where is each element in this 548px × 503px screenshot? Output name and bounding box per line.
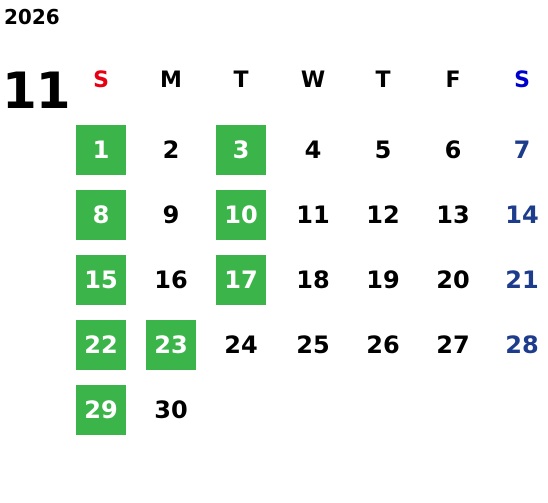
weekday-header-saturday: S bbox=[514, 68, 530, 93]
day-cell[interactable]: 4 bbox=[304, 136, 322, 164]
day-cell[interactable]: 5 bbox=[374, 136, 392, 164]
day-cell[interactable]: 16 bbox=[154, 266, 188, 294]
day-cell[interactable]: 7 bbox=[513, 136, 531, 164]
day-cell[interactable]: 30 bbox=[154, 396, 188, 424]
day-cell[interactable]: 23 bbox=[146, 320, 196, 370]
day-cell[interactable]: 29 bbox=[76, 385, 126, 435]
day-cell[interactable]: 1 bbox=[76, 125, 126, 175]
week-row: 8 9 10 11 12 13 14 bbox=[0, 190, 548, 240]
day-cell[interactable]: 3 bbox=[216, 125, 266, 175]
day-cell[interactable]: 18 bbox=[296, 266, 330, 294]
day-cell[interactable]: 21 bbox=[505, 266, 539, 294]
day-cell[interactable]: 8 bbox=[76, 190, 126, 240]
day-cell[interactable]: 25 bbox=[296, 331, 330, 359]
week-row: 29 30 bbox=[0, 385, 548, 435]
weekday-header-tuesday: T bbox=[233, 68, 249, 93]
weekday-header-sunday: S bbox=[93, 68, 109, 93]
weekday-header-friday: F bbox=[445, 68, 461, 93]
day-cell[interactable]: 11 bbox=[296, 201, 330, 229]
day-cell[interactable]: 2 bbox=[162, 136, 180, 164]
day-cell[interactable]: 26 bbox=[366, 331, 400, 359]
day-cell[interactable]: 10 bbox=[216, 190, 266, 240]
day-cell[interactable]: 9 bbox=[162, 201, 180, 229]
month-number: 11 bbox=[2, 62, 71, 120]
weekday-header-wednesday: W bbox=[300, 68, 326, 93]
day-cell[interactable]: 19 bbox=[366, 266, 400, 294]
weekday-header-row: S M T W T F S bbox=[0, 56, 548, 106]
week-row: 1 2 3 4 5 6 7 bbox=[0, 125, 548, 175]
year-label: 2026 bbox=[4, 5, 60, 29]
day-cell[interactable]: 22 bbox=[76, 320, 126, 370]
weekday-header-thursday: T bbox=[375, 68, 391, 93]
day-cell[interactable]: 17 bbox=[216, 255, 266, 305]
day-cell[interactable]: 12 bbox=[366, 201, 400, 229]
day-cell[interactable]: 20 bbox=[436, 266, 470, 294]
day-cell[interactable]: 15 bbox=[76, 255, 126, 305]
day-cell[interactable]: 6 bbox=[444, 136, 462, 164]
weekday-header-monday: M bbox=[160, 68, 182, 93]
day-cell[interactable]: 28 bbox=[505, 331, 539, 359]
day-cell[interactable]: 24 bbox=[224, 331, 258, 359]
day-cell[interactable]: 27 bbox=[436, 331, 470, 359]
day-cell[interactable]: 13 bbox=[436, 201, 470, 229]
week-row: 22 23 24 25 26 27 28 bbox=[0, 320, 548, 370]
week-row: 15 16 17 18 19 20 21 bbox=[0, 255, 548, 305]
day-cell[interactable]: 14 bbox=[505, 201, 539, 229]
